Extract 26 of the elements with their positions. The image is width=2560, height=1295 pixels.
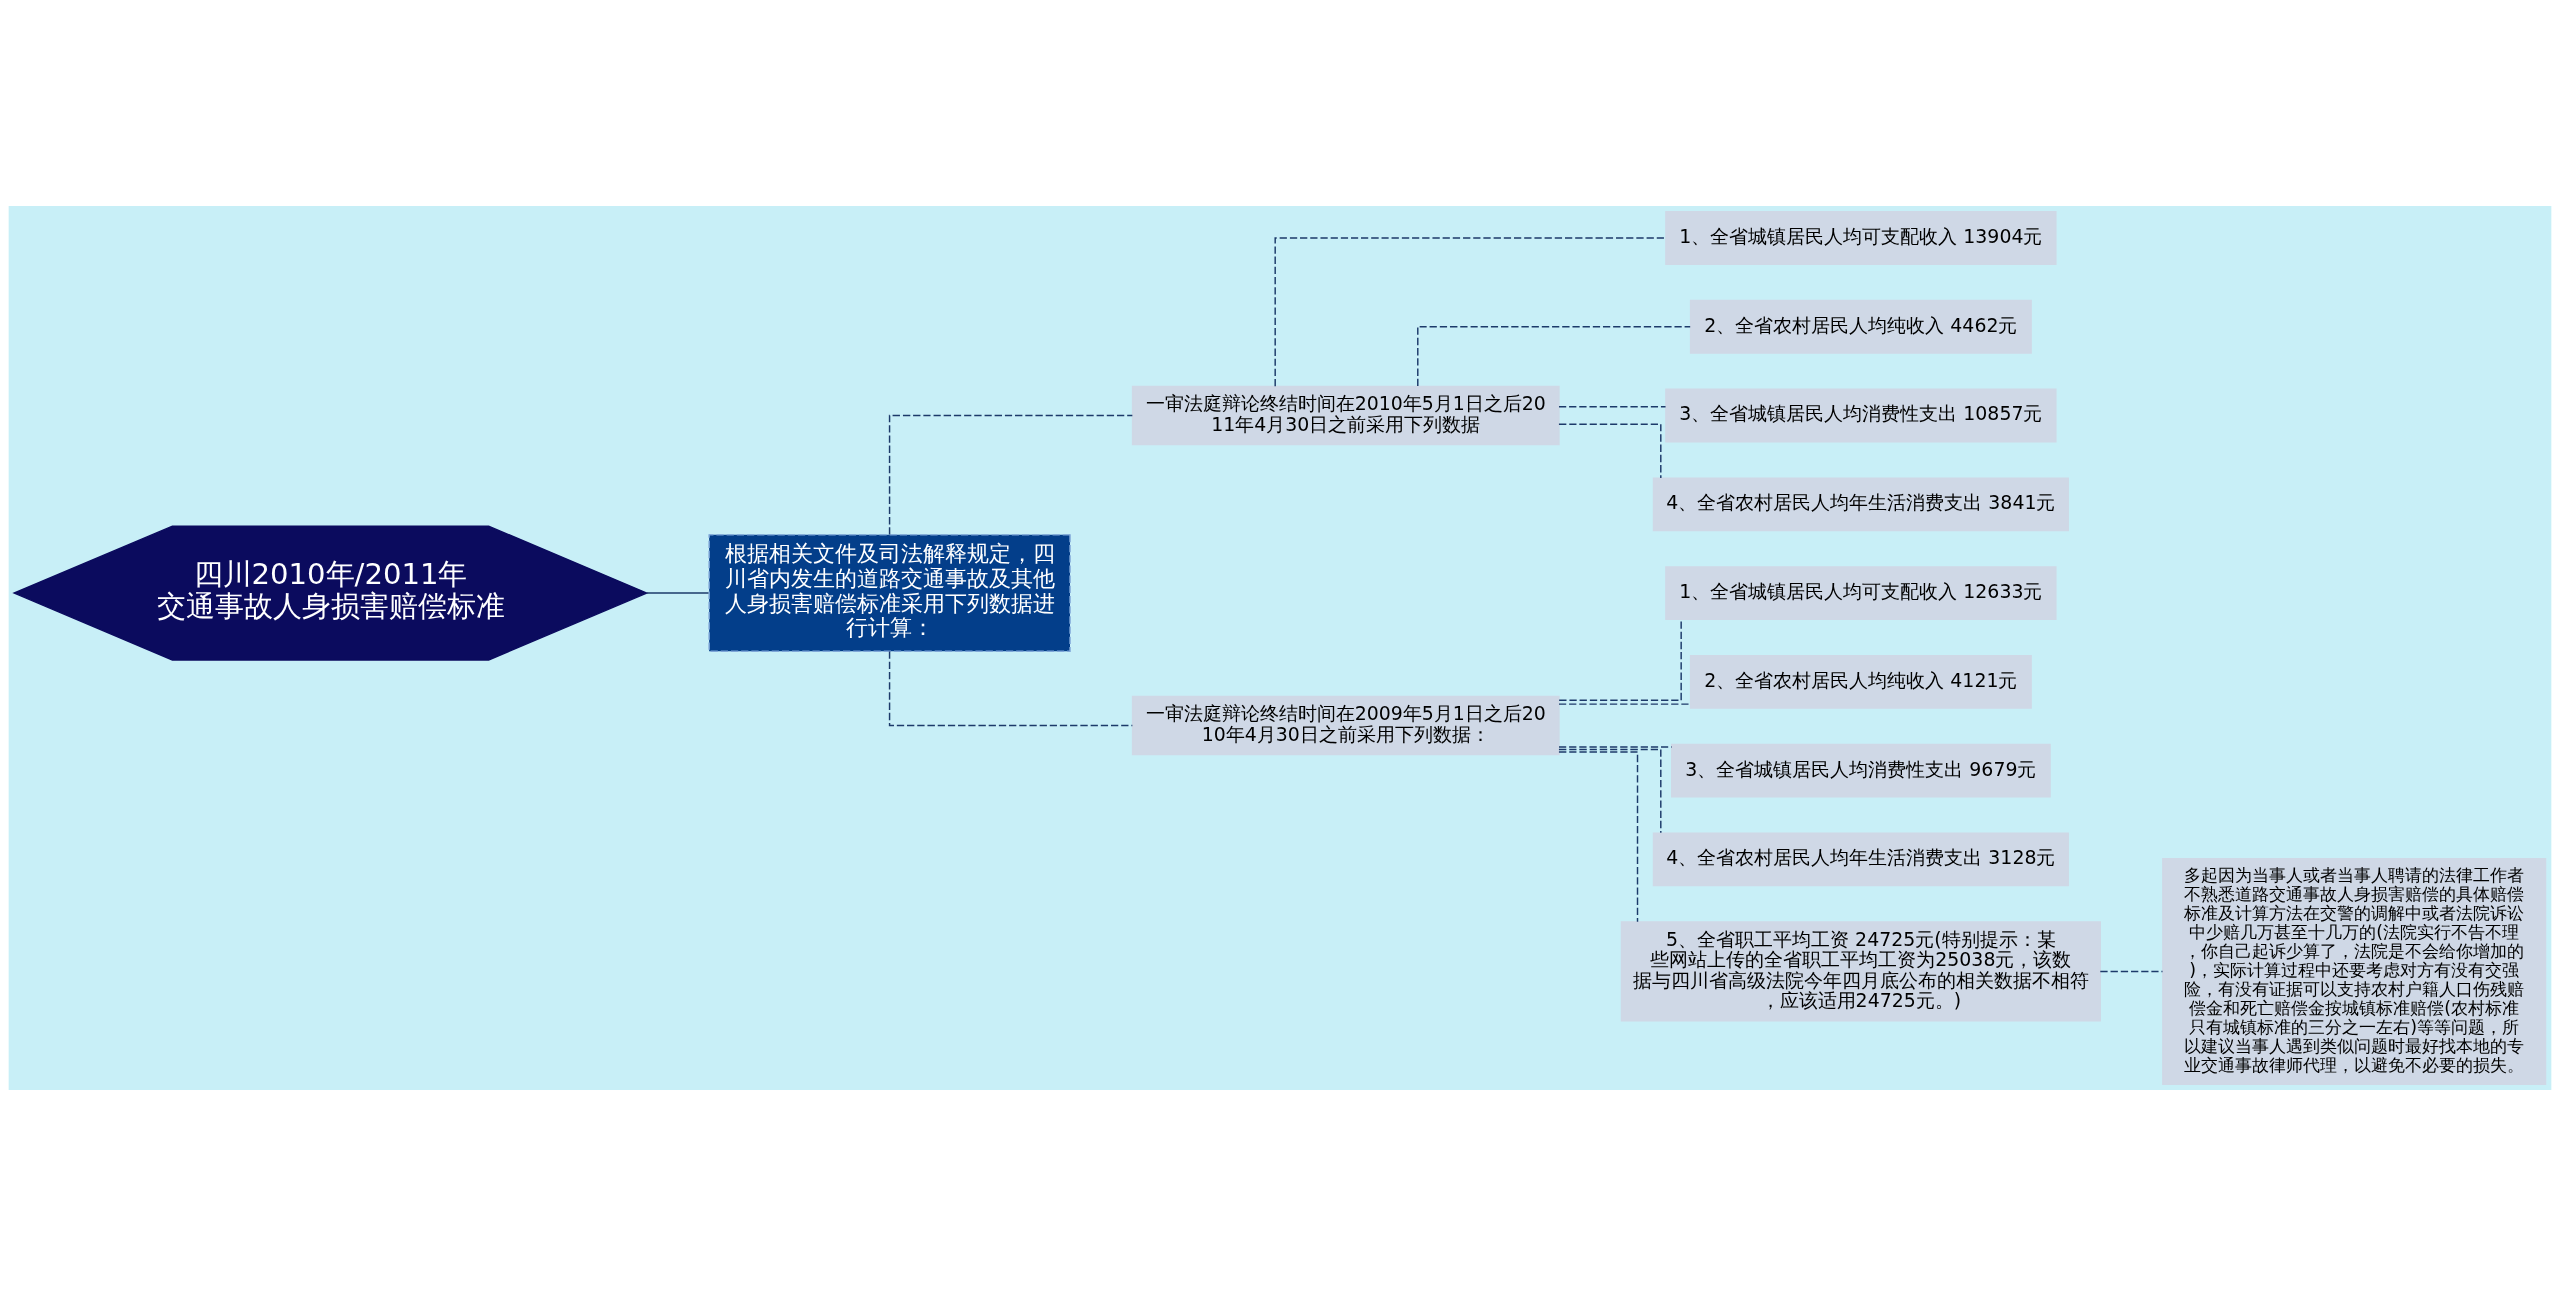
connector [1274, 236, 1667, 387]
node-box: 3、全省城镇居民人均消费性支出 9679元 [1671, 743, 2051, 797]
node-box: 一审法庭辩论终结时间在2009年5月1日之后2010年4月30日之前采用下列数据： [1131, 695, 1560, 755]
connector [2099, 970, 2164, 972]
node-box: 根据相关文件及司法解释规定，四川省内发生的道路交通事故及其他人身损害赔偿标准采用下列数据进行计算： [708, 533, 1071, 652]
node-box: 2、全省农村居民人均纯收入 4462元 [1689, 299, 2032, 354]
connector [1558, 618, 1682, 701]
connector [1558, 702, 1692, 705]
node-box: 1、全省城镇居民人均可支配收入 13904元 [1665, 210, 2057, 265]
connector [1558, 748, 1662, 833]
connector [1558, 750, 1639, 922]
connector [888, 650, 1134, 726]
connector [1558, 745, 1673, 748]
node-box: 1、全省城镇居民人均可支配收入 12633元 [1665, 565, 2057, 620]
node-box: 一审法庭辩论终结时间在2010年5月1日之后2011年4月30日之前采用下列数据 [1131, 385, 1560, 445]
node-box: 3、全省城镇居民人均消费性支出 10857元 [1665, 388, 2057, 442]
connector [646, 591, 710, 594]
node-box: 多起因为当事人或者当事人聘请的法律工作者不熟悉道路交通事故人身损害赔偿的具体赔偿标准及计算方法在交警的调解中或者法院诉讼中少赔几万甚至十几万的(法院实行不告不理，你自己起诉少算了，法院是不会给你增加的)，实际计算过程中还要考虑对方有没有交强险，有没有证据可以支持农村户籍人口伤残赔偿金和死亡赔偿金按城镇标准赔偿(农村标准只有城镇标准的三分之一左右)等等问题，所以建议当事人遇到类似问题时最好找本地的专业交通事故律师代理，以避免不必要的损失。 [2162, 857, 2547, 1085]
node-box: 4、全省农村居民人均年生活消费支出 3841元 [1652, 476, 2069, 531]
connector [1558, 423, 1662, 479]
connector [1558, 405, 1667, 408]
node-box: 4、全省农村居民人均年生活消费支出 3128元 [1652, 831, 2069, 886]
connector [1417, 325, 1691, 387]
connector [888, 414, 1134, 535]
node-box: 5、全省职工平均工资 24725元(特别提示：某些网站上传的全省职工平均工资为25038元，该数据与四川省高级法院今年四月底公布的相关数据不相符，应该适用24725元。) [1620, 920, 2101, 1022]
node-box: 2、全省农村居民人均纯收入 4121元 [1689, 654, 2032, 709]
